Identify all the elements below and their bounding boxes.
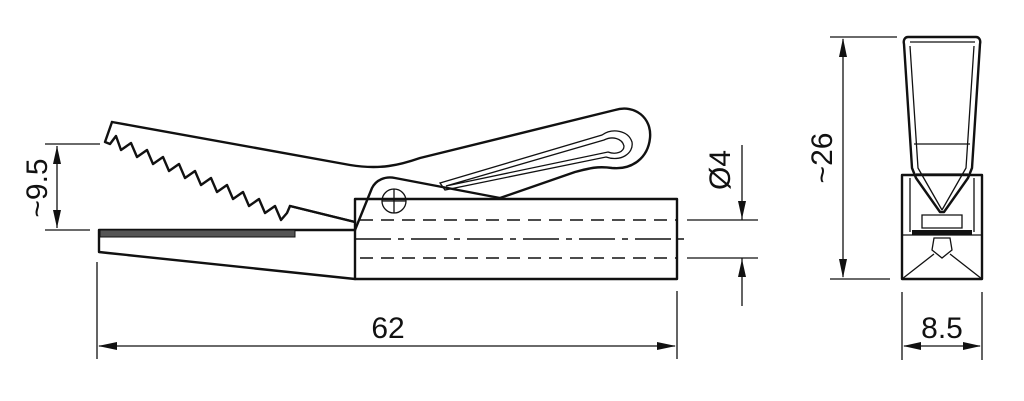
end-view-jaws	[902, 35, 982, 214]
height-label: ~26	[806, 133, 839, 184]
lever-slot-inner	[445, 137, 625, 187]
end-view-socket	[931, 237, 953, 259]
dimension-socket-diameter: Ø4	[687, 145, 758, 306]
side-view	[97, 107, 687, 281]
end-view	[900, 35, 984, 281]
dimension-height: ~26	[806, 36, 897, 280]
width-label: 8.5	[921, 312, 963, 345]
lower-jaw-teeth	[99, 229, 296, 238]
lever-top	[110, 107, 652, 200]
upper-jaw	[103, 120, 357, 224]
jaw-opening-label: ~9.5	[21, 158, 54, 217]
dimension-width: 8.5	[901, 292, 983, 360]
overall-length-label: 62	[371, 312, 404, 345]
pivot-body	[353, 176, 502, 232]
socket-diameter-label: Ø4	[704, 150, 737, 190]
dimension-overall-length: 62	[96, 262, 678, 359]
pivot-icon	[381, 188, 407, 214]
dimension-jaw-opening: ~9.5	[21, 143, 100, 231]
upper-jaw-lower-edge	[288, 204, 357, 224]
end-view-body	[900, 173, 984, 281]
lever-slot	[438, 130, 633, 191]
